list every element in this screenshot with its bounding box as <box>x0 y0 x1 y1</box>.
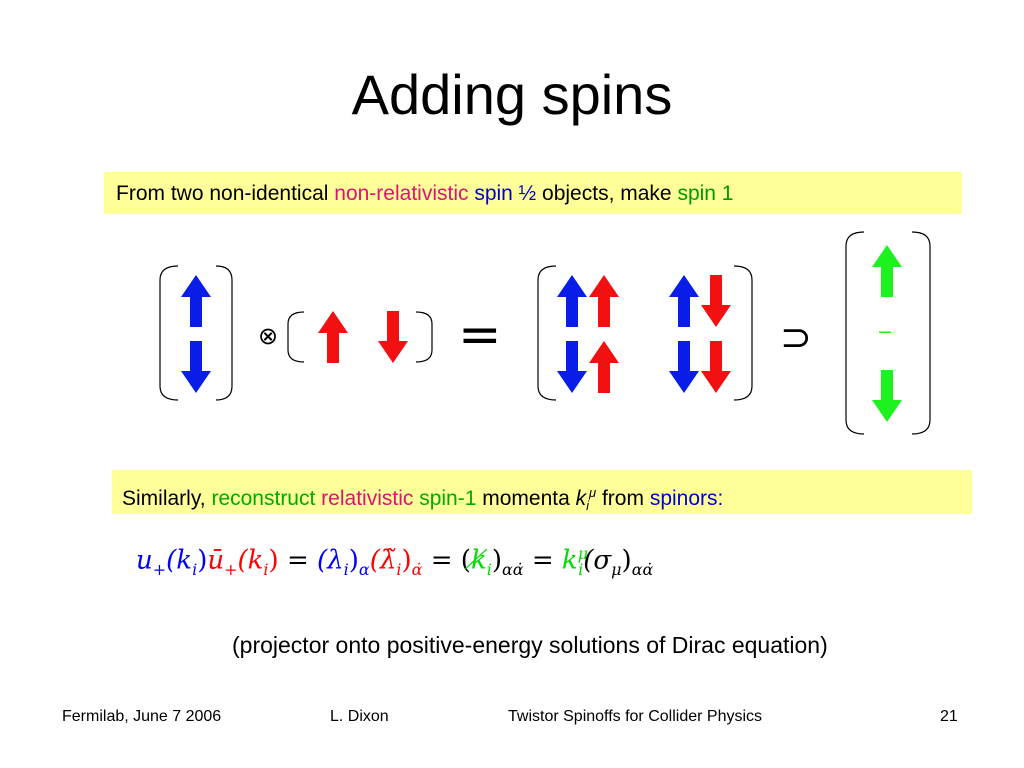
eq-close-5: ) <box>491 545 502 576</box>
eq-plus-1: + <box>152 559 167 579</box>
eq-i-5: i <box>486 559 492 579</box>
eq-mu: μ <box>577 544 589 563</box>
eq-equals-2: = <box>422 545 461 576</box>
blue-down-arrow-icon <box>181 341 211 393</box>
box2-reconstruct: reconstruct <box>211 487 316 510</box>
matrix-red-up-icon <box>589 275 619 327</box>
footer-page-number: 21 <box>940 708 958 725</box>
eq-plus-2: + <box>224 559 238 579</box>
matrix-blue-down-icon <box>669 341 699 393</box>
eq-equals-1: = <box>278 545 318 576</box>
box2-text-3: from <box>596 487 650 510</box>
box2-spinors: spinors: <box>649 487 724 510</box>
eq-close-4: ) <box>401 545 412 576</box>
eq-i-2: i <box>263 559 269 579</box>
spinor-equation: u+(ki)ū+(ki) = (λi)α(λ̃i)α̇ = (k̸i)αα̇ =… <box>136 544 653 579</box>
slide-title: Adding spins <box>351 63 673 126</box>
eq-close-1: ) <box>197 545 208 576</box>
eq-alphaalphadot-1: αα̇ <box>501 559 524 579</box>
blue-up-arrow-icon <box>181 275 211 327</box>
box1-nonrel: non-relativistic <box>334 182 469 205</box>
eq-i-4: i <box>396 559 402 579</box>
box1-text-2: objects, make <box>536 182 678 205</box>
box1-text-1: From two non-identical <box>116 182 335 205</box>
matrix-brackets <box>537 265 753 401</box>
matrix-red-down-icon <box>701 341 731 393</box>
spin-half-statement: From two non-identical non-relativistic … <box>104 172 962 214</box>
eq-kslash: k̸ <box>470 545 487 576</box>
eq-u: u <box>136 545 153 576</box>
eq-ki-1: (k <box>166 545 193 576</box>
eq-close-6: ) <box>621 545 632 576</box>
matrix-blue-down-icon <box>557 341 587 393</box>
eq-ubar: ū <box>207 545 225 576</box>
box2-k-index: i <box>586 498 590 514</box>
footer-venue-date: Fermilab, June 7 2006 <box>62 708 222 725</box>
box2-text-1: Similarly, <box>122 487 212 510</box>
box2-k: k <box>575 487 587 510</box>
eq-alphadot: α̇ <box>411 559 423 579</box>
eq-sigma: (σ <box>583 545 612 576</box>
footer-author: L. Dixon <box>330 708 389 725</box>
eq-alphaalphadot-2: αα̇ <box>631 559 654 579</box>
eq-k: k <box>561 545 578 576</box>
box2-spin1: spin-1 <box>419 487 477 510</box>
tensor-product-symbol: ⊗ <box>258 322 278 350</box>
box2-k-mu: μ <box>589 485 597 500</box>
eq-i-6: i <box>578 559 584 579</box>
eq-mu-sub: μ <box>611 559 622 579</box>
equals-symbol: = <box>458 305 502 365</box>
matrix-red-down-icon <box>701 275 731 327</box>
eq-close-2: ) <box>268 545 279 576</box>
matrix-red-up-icon <box>589 341 619 393</box>
green-down-arrow-icon <box>872 370 902 422</box>
relativistic-statement: Similarly, reconstruct relativistic spin… <box>112 470 972 514</box>
eq-ki-2: (k <box>237 545 264 576</box>
triplet-brackets <box>845 231 931 435</box>
red-up-arrow-icon <box>318 311 348 363</box>
eq-lambda: (λ <box>317 545 344 576</box>
green-dash: – <box>879 318 892 343</box>
box2-text-2: momenta <box>476 487 576 510</box>
eq-close-3: ) <box>348 545 359 576</box>
red-down-arrow-icon <box>378 311 408 363</box>
eq-i-3: i <box>343 559 349 579</box>
matrix-blue-up-icon <box>669 275 699 327</box>
matrix-blue-up-icon <box>557 275 587 327</box>
superset-symbol: ⊃ <box>780 315 812 359</box>
footer-talk-title: Twistor Spinoffs for Collider Physics <box>508 708 763 725</box>
eq-open-paren: ( <box>460 545 471 576</box>
box1-spinhalf: spin ½ <box>474 182 537 205</box>
box1-spin1: spin 1 <box>677 182 734 205</box>
row-spinor-brackets <box>287 311 433 363</box>
left-spinor-brackets <box>159 265 233 401</box>
eq-i-1: i <box>192 559 198 579</box>
eq-equals-3: = <box>523 545 562 576</box>
box2-relativistic: relativistic <box>321 487 414 510</box>
projector-note: (projector onto positive-energy solution… <box>232 632 828 658</box>
eq-alpha: α <box>358 559 370 579</box>
eq-lambdatilde: (λ̃ <box>369 545 397 576</box>
green-up-arrow-icon <box>872 245 902 297</box>
